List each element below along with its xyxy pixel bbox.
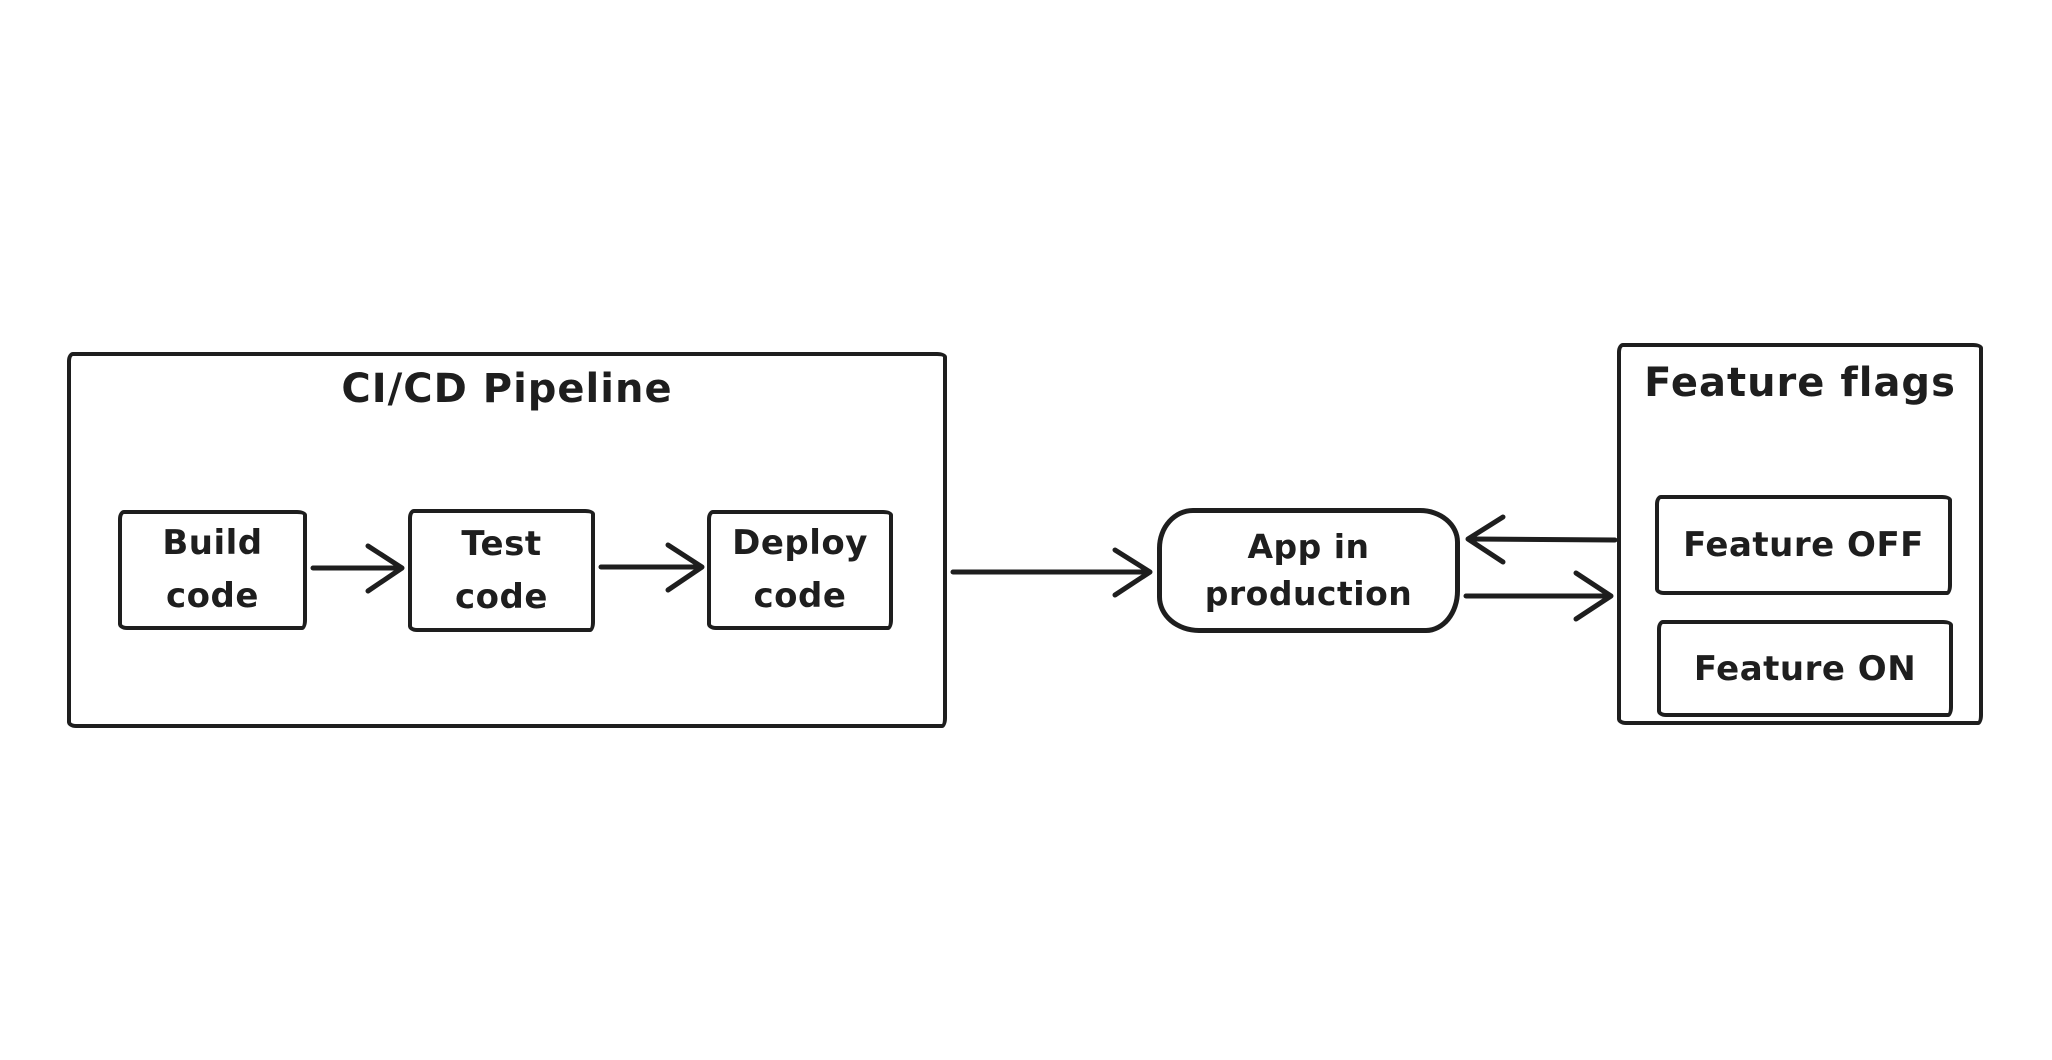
test-code-box: Test code — [408, 509, 595, 632]
arrow-pipeline-to-app-icon — [950, 547, 1153, 598]
feature-on-label: Feature ON — [1693, 648, 1917, 689]
arrow-app-to-featureflags-icon — [1463, 570, 1614, 622]
deploy-code-label-line2: code — [753, 576, 847, 616]
feature-flags-title: Feature flags — [1644, 360, 1956, 406]
test-code-label-line1: Test — [461, 523, 542, 564]
test-code-label-line2: code — [455, 576, 548, 617]
arrow-featureflags-to-app-icon — [1465, 514, 1618, 565]
feature-on-box: Feature ON — [1657, 620, 1953, 717]
feature-off-label: Feature OFF — [1683, 525, 1924, 565]
ci-cd-pipeline-title: CI/CD Pipeline — [341, 366, 673, 412]
deploy-code-label-line1: Deploy — [732, 523, 868, 564]
app-label-line2: production — [1204, 573, 1413, 613]
build-code-label-line1: Build — [162, 523, 263, 564]
feature-flags-group — [1617, 343, 1983, 725]
feature-off-box: Feature OFF — [1655, 495, 1952, 595]
deploy-code-box: Deploy code — [707, 510, 893, 630]
app-label-line1: App in — [1247, 526, 1370, 566]
build-code-box: Build code — [118, 510, 307, 630]
build-code-label-line2: code — [166, 576, 259, 616]
ci-cd-pipeline-group — [67, 352, 947, 728]
app-in-production-box: App in production — [1157, 508, 1460, 633]
